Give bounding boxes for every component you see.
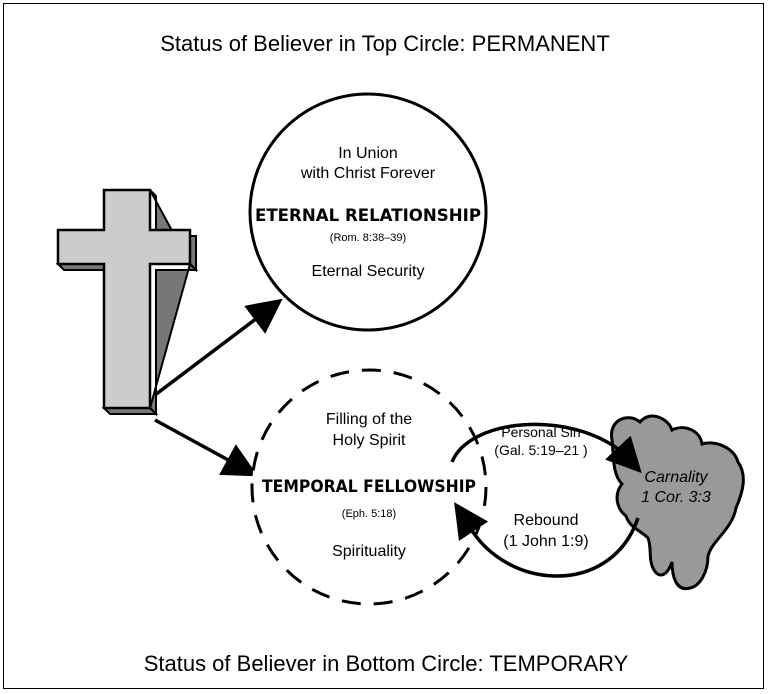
top-circle-line2: with Christ Forever — [300, 165, 436, 182]
bottom-circle-line1: Filling of the — [326, 411, 412, 428]
rebound-label: Rebound — [514, 512, 579, 529]
personal-sin-reference: (Gal. 5:19–21 ) — [494, 442, 587, 458]
bottom-circle-line2: Holy Spirit — [333, 432, 406, 449]
top-circle-line1: In Union — [338, 145, 398, 162]
arrow-to-top-circle — [153, 298, 283, 397]
top-circle-reference: (Rom. 8:38–39) — [330, 232, 406, 244]
bottom-circle-footer: Spirituality — [332, 543, 406, 560]
temporal-fellowship-circle — [250, 368, 488, 606]
bottom-circle-heading: TEMPORAL FELLOWSHIP — [262, 477, 476, 497]
rebound-arrow — [454, 502, 640, 578]
carnality-blob — [610, 414, 745, 591]
header-title: Status of Believer in Top Circle: PERMAN… — [160, 31, 610, 56]
carnality-reference: 1 Cor. 3:3 — [641, 489, 711, 506]
personal-sin-label: Personal Sin — [501, 424, 580, 440]
carnality-label: Carnality — [644, 469, 708, 486]
arrow-to-bottom-circle — [154, 418, 259, 477]
top-circle-footer: Eternal Security — [312, 263, 425, 280]
personal-sin-arrow — [450, 422, 642, 474]
top-circle-heading: ETERNAL RELATIONSHIP — [255, 206, 481, 226]
cross-icon — [55, 188, 199, 417]
eternal-relationship-circle — [248, 92, 488, 332]
bottom-circle-reference: (Eph. 5:18) — [342, 508, 396, 520]
rebound-reference: (1 John 1:9) — [503, 533, 588, 550]
footer-title: Status of Believer in Bottom Circle: TEM… — [144, 651, 629, 676]
